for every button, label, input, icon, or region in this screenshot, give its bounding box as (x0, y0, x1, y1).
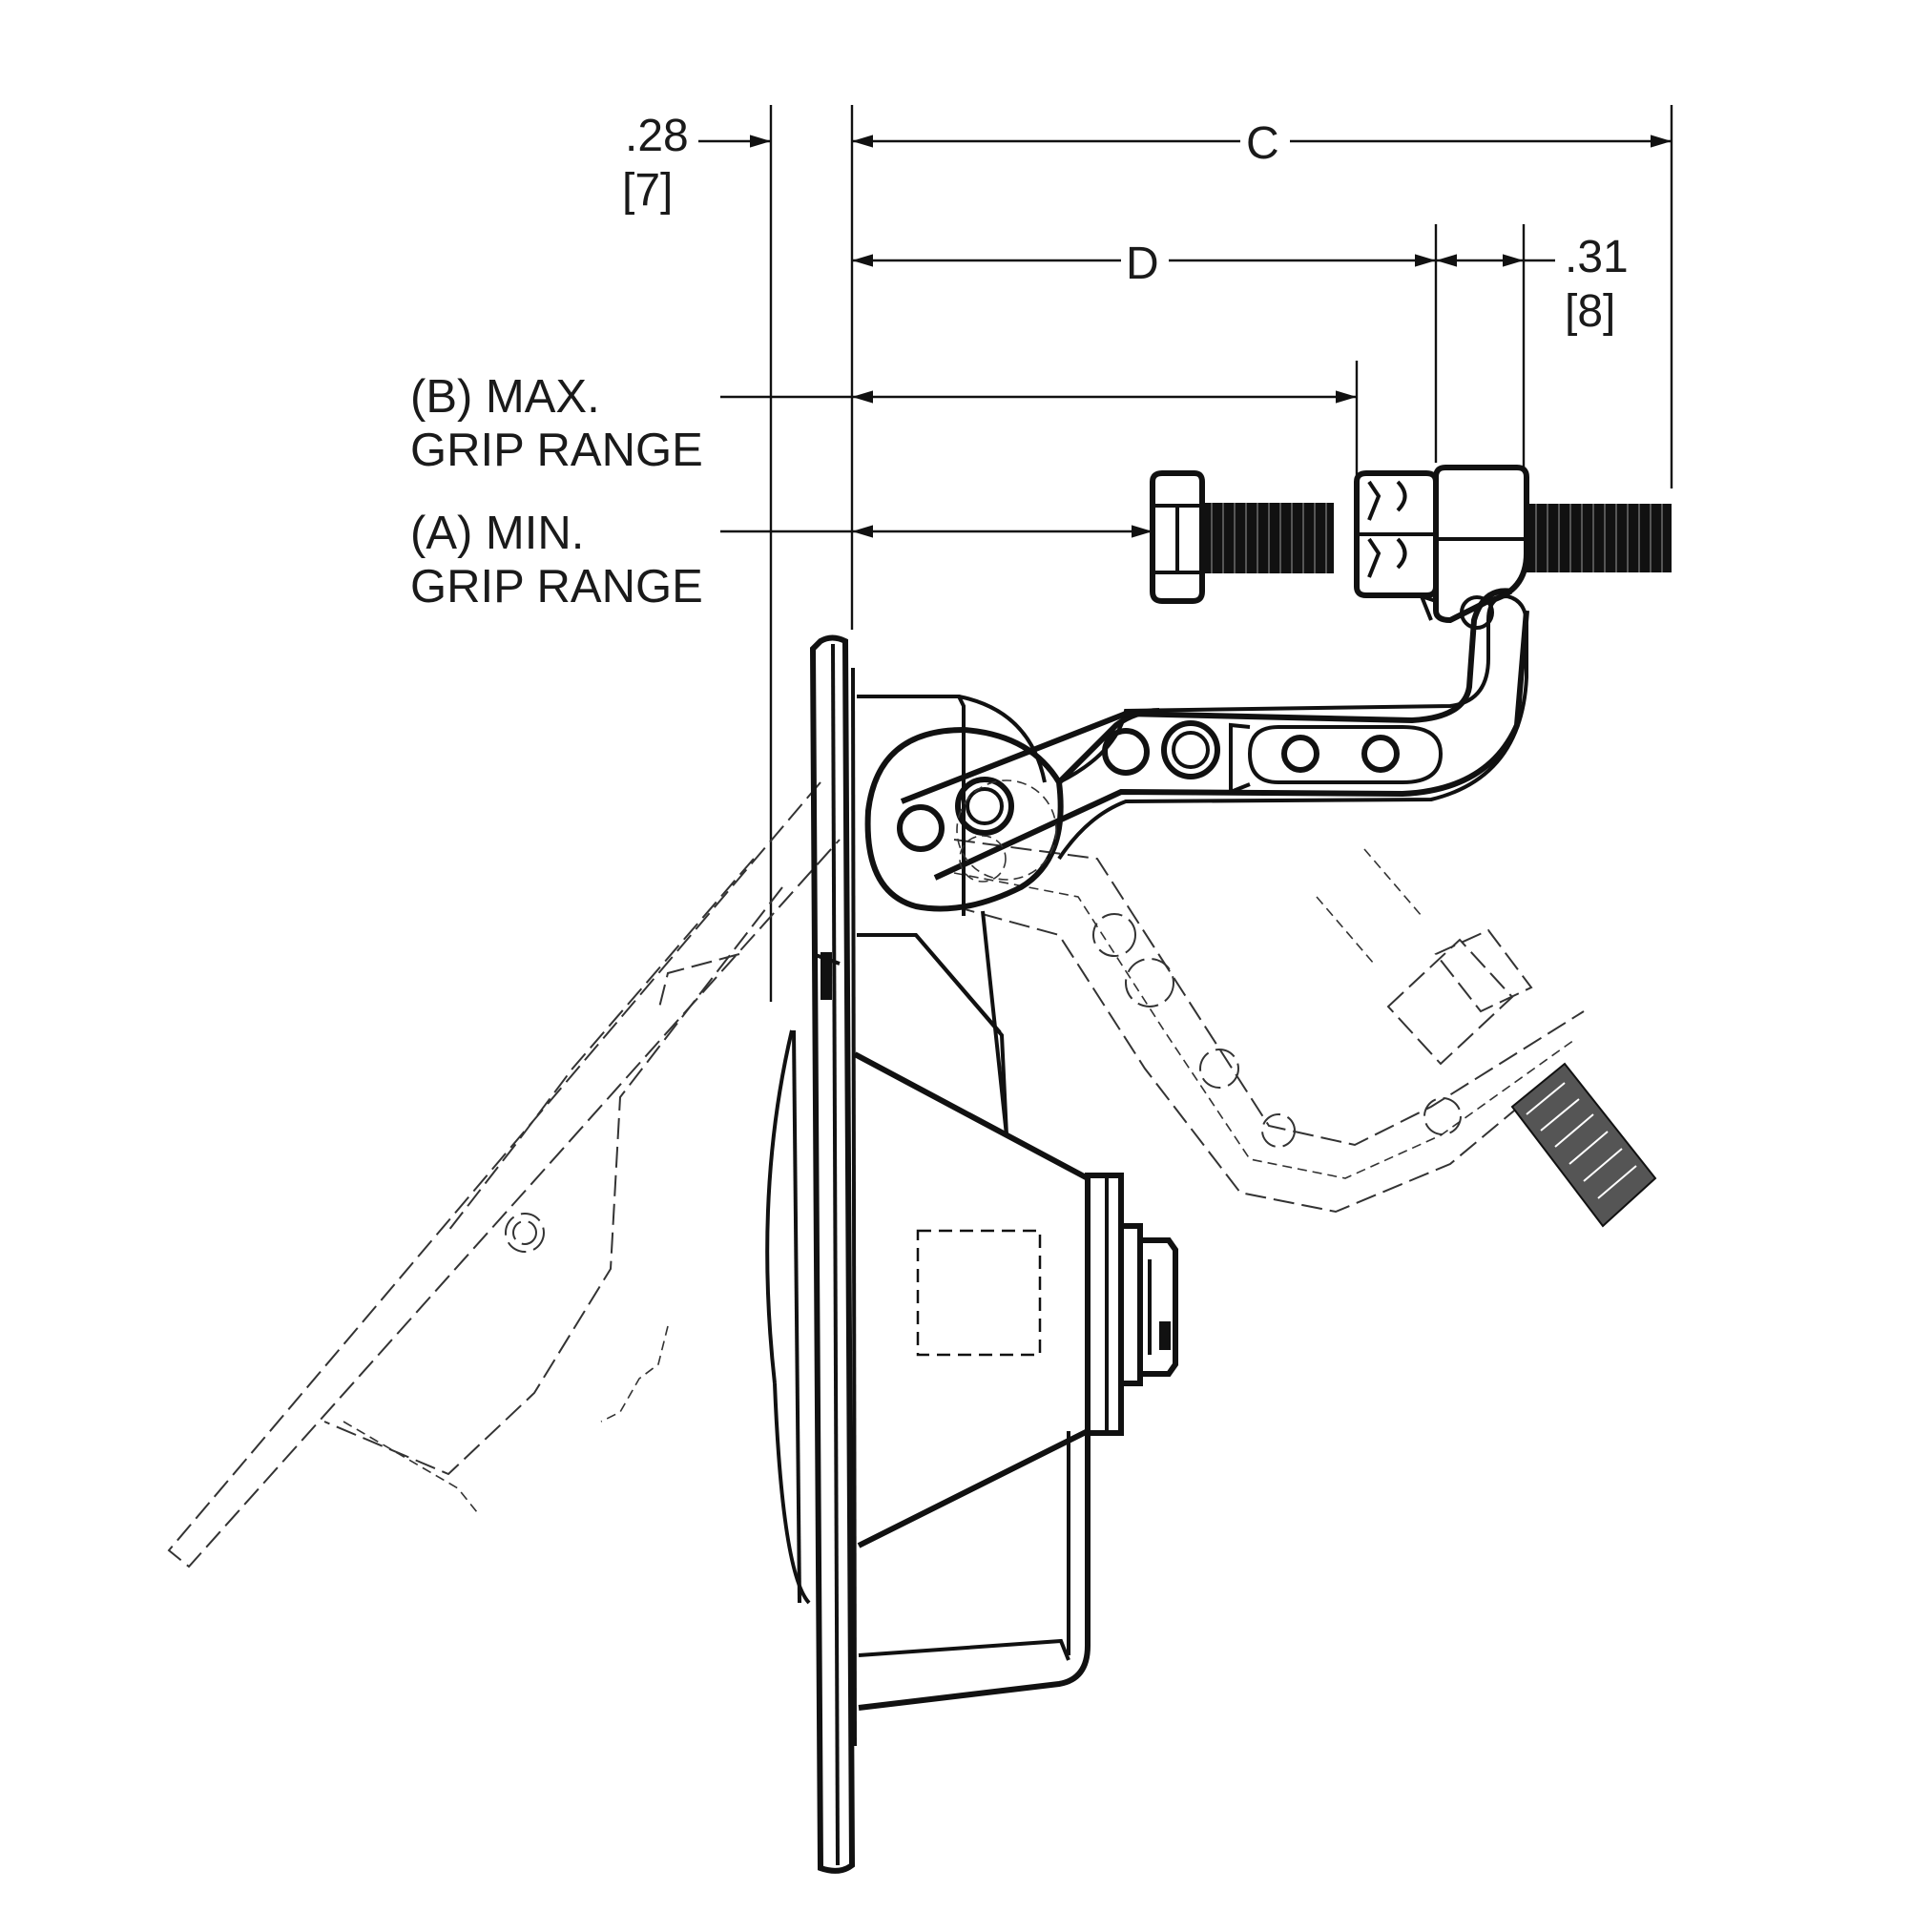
dimension-left-offset: .28 [7] (622, 111, 771, 216)
body-nut (1118, 1223, 1178, 1386)
dimension-d-label: D (1126, 239, 1159, 289)
phantom-handle-open (167, 781, 841, 1568)
dimension-d: D (852, 239, 1555, 289)
left-offset-metric: [7] (622, 165, 673, 216)
extension-lines (769, 105, 1673, 1002)
grip-min-line1: (A) MIN. (410, 508, 584, 559)
cam-arm (864, 588, 1529, 912)
grip-range-min: (A) MIN. GRIP RANGE (410, 508, 1153, 613)
dimension-right-offset: .31 [8] (1565, 232, 1629, 337)
grip-range-max: (B) MAX. GRIP RANGE (410, 371, 1357, 476)
right-offset-metric: [8] (1565, 286, 1615, 337)
right-offset-value: .31 (1565, 232, 1629, 282)
grip-min-line2: GRIP RANGE (410, 561, 703, 613)
left-offset-value: .28 (625, 111, 689, 161)
mounting-plate (809, 634, 857, 1874)
hex-bolt (1150, 470, 1334, 604)
threaded-stud-right (1527, 504, 1672, 572)
grip-max-line2: GRIP RANGE (410, 425, 703, 476)
dimension-c: C (852, 118, 1672, 169)
phantom-arm-open (953, 839, 1585, 1214)
jam-nut-pair (1354, 470, 1439, 598)
housing-body (765, 695, 1124, 1711)
grip-max-line1: (B) MAX. (410, 371, 600, 423)
phantom-threaded-stud (1510, 1062, 1657, 1228)
dimension-c-label: C (1246, 118, 1279, 169)
